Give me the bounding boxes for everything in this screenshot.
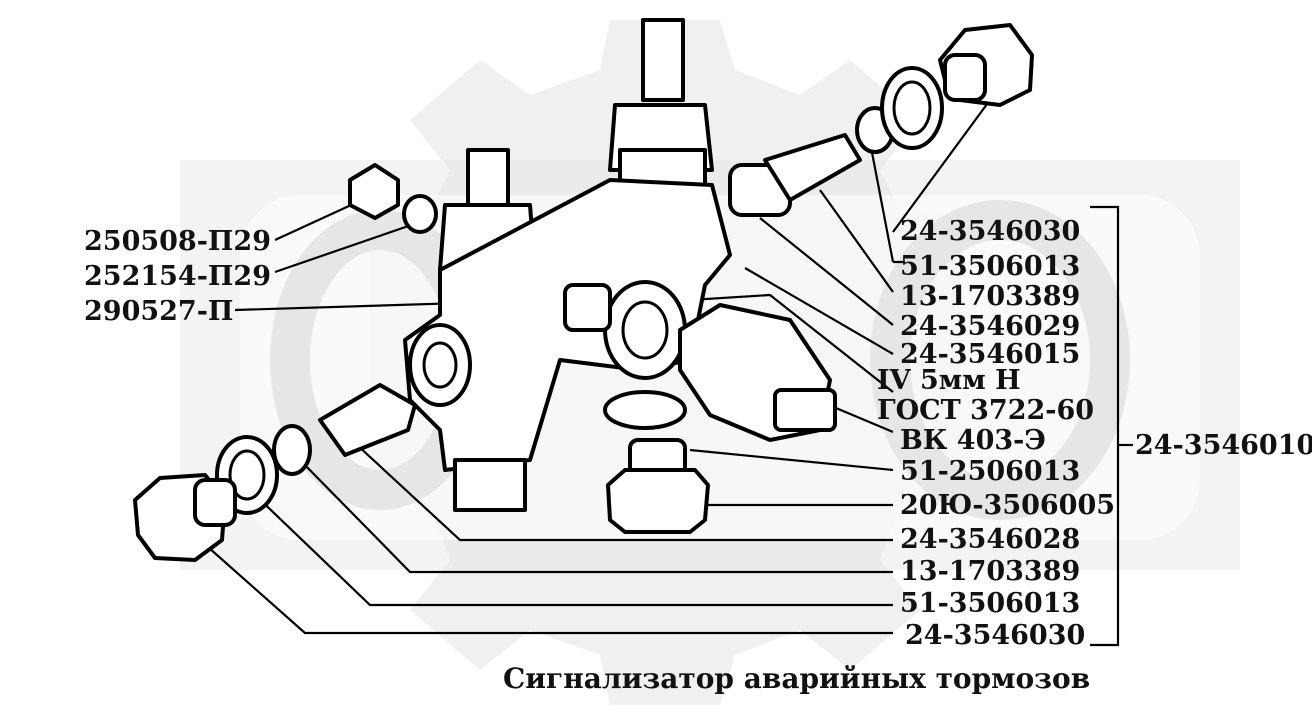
part-label-iv-5mm: IV 5мм Н — [877, 365, 1021, 396]
parts-drawing — [133, 18, 1034, 562]
part-label-250508: 250508-П29 — [84, 226, 271, 257]
part-label-13-1703389-bottom: 13-1703389 — [900, 556, 1081, 587]
part-label-24-3546015: 24-3546015 — [900, 339, 1081, 370]
part-label-13-1703389-top: 13-1703389 — [900, 281, 1081, 312]
part-label-24-3546030-top: 24-3546030 — [900, 216, 1081, 247]
assembly-label: 24-3546010 — [1135, 430, 1312, 461]
part-label-24-3546028: 24-3546028 — [900, 524, 1081, 555]
part-label-24-3546029: 24-3546029 — [900, 311, 1081, 342]
part-label-51-2506013: 51-2506013 — [900, 456, 1081, 487]
part-label-252154: 252154-П29 — [84, 261, 271, 292]
leader-lines — [199, 99, 1133, 647]
part-label-51-3506013-bottom: 51-3506013 — [900, 588, 1081, 619]
part-label-vk-403: ВК 403-Э — [900, 425, 1046, 456]
part-label-20yu-3506005: 20Ю-3506005 — [900, 490, 1116, 521]
part-label-24-3546030-bottom: 24-3546030 — [905, 620, 1086, 651]
diagram-caption: Сигнализатор аварийных тормозов — [503, 662, 1091, 695]
part-label-gost: ГОСТ 3722-60 — [877, 395, 1095, 426]
part-label-290527: 290527-П — [84, 296, 234, 327]
part-label-51-3506013-top: 51-3506013 — [900, 251, 1081, 282]
